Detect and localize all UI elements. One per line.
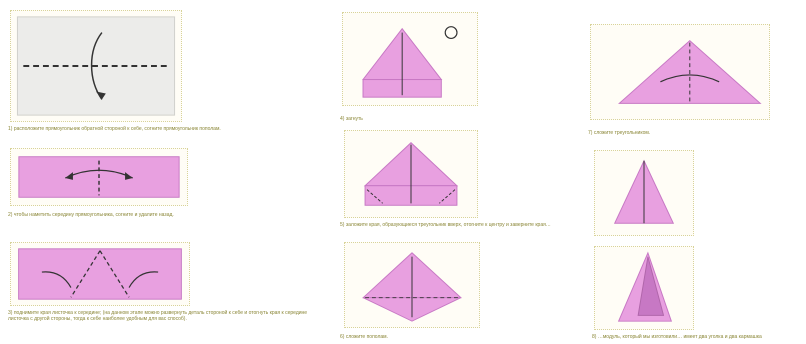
- step-4-caption: 4) загнуть: [340, 116, 470, 124]
- step-2-image-panel: [10, 148, 188, 206]
- step-5-image-panel: [344, 130, 478, 218]
- step-5-caption: 5) заложите края, образующиеся треугольн…: [340, 222, 592, 238]
- step-8-caption: 8) …модуль, который мы изготовили… имеет…: [592, 334, 804, 342]
- step-4-illustration: [343, 13, 477, 105]
- step-2-caption: 2) чтобы наметить середину прямоугольник…: [8, 212, 268, 222]
- step-1-caption: 1) расположите прямоугольник обратной ст…: [8, 126, 308, 136]
- step-8b-illustration: [595, 247, 693, 329]
- step-7-illustration: [591, 25, 769, 119]
- step-8-image-panel: [594, 150, 694, 236]
- step-6-illustration: [345, 243, 479, 327]
- step-1-illustration: [11, 11, 181, 121]
- step-7-image-panel: [590, 24, 770, 120]
- step-2-illustration: [11, 149, 187, 205]
- step-3-caption: 3) поднимите края листочка к середине; (…: [8, 310, 326, 340]
- step-1-image-panel: [10, 10, 182, 122]
- step-3-image-panel: [10, 242, 190, 306]
- step-8a-illustration: [595, 151, 693, 235]
- step-9-image-panel: [594, 246, 694, 330]
- step-7-caption: 7) сложите треугольником.: [588, 130, 748, 138]
- step-6-image-panel: [344, 242, 480, 328]
- step-5-illustration: [345, 131, 477, 217]
- step-4-image-panel: [342, 12, 478, 106]
- step-6-caption: 6) сложите пополам.: [340, 334, 470, 342]
- step-3-illustration: [11, 243, 189, 305]
